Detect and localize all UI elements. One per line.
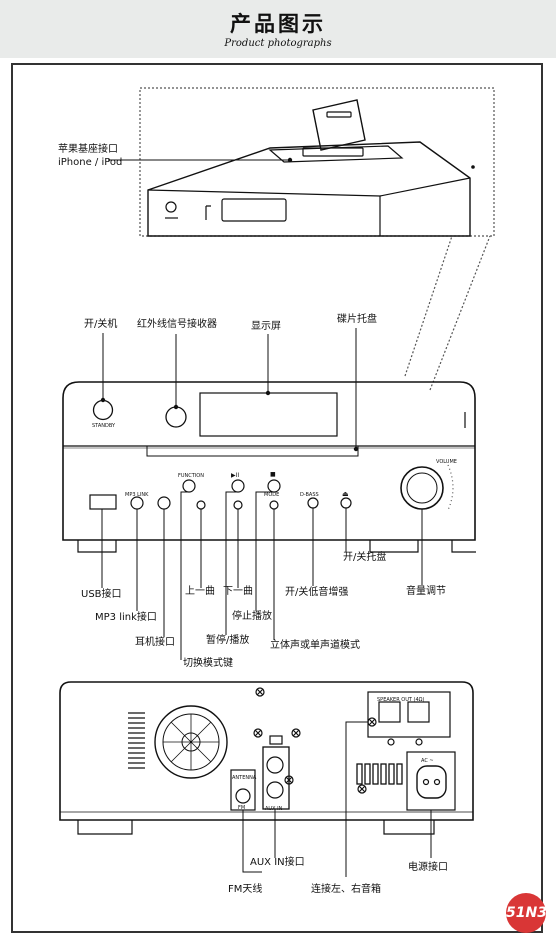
label-power: 开/关机 xyxy=(84,319,118,330)
label-dbass: 开/关低音增强 xyxy=(285,587,349,598)
page-subtitle: Product photographs xyxy=(224,38,332,49)
label-function-key: 切换模式键 xyxy=(183,658,233,669)
volume-mark: VOLUME xyxy=(436,459,457,465)
aux-in-mark: AUX IN xyxy=(265,806,283,812)
speaker-out-mark: SPEAKER OUT (4Ω) xyxy=(377,697,425,703)
label-prev-track: 上一曲 xyxy=(185,586,215,597)
antenna-mark: ANTENNA xyxy=(232,775,257,781)
label-aux-in: AUX IN接口 xyxy=(250,857,305,868)
label-mp3-link: MP3 link接口 xyxy=(95,612,157,623)
dbass-mark: D-BASS xyxy=(300,492,319,498)
eject-mark: ⏏ xyxy=(342,490,349,498)
label-volume: 音量调节 xyxy=(406,586,446,597)
play-mark: ▶II xyxy=(231,472,240,479)
brand-logo: 51N3 xyxy=(506,893,547,933)
mode-mark: MODE xyxy=(264,492,280,498)
page-title: 产品图示 xyxy=(230,12,326,36)
dock-detail-unit xyxy=(147,99,475,237)
standby-mark: STANDBY xyxy=(92,423,116,429)
label-next-track: 下一曲 xyxy=(223,586,253,597)
dock-flip-cover xyxy=(312,99,366,151)
mp3-link-mark: MP3 LINK xyxy=(125,492,149,498)
fm-mark: FM xyxy=(238,805,246,811)
label-dock: 苹果基座接口 xyxy=(58,144,118,155)
label-disc-tray: 碟片托盘 xyxy=(337,314,377,325)
dock-connector xyxy=(302,147,364,157)
label-display: 显示屏 xyxy=(251,321,281,332)
stop-mark: ■ xyxy=(270,471,276,478)
rear-panel-unit xyxy=(59,681,474,835)
content-frame xyxy=(11,63,543,933)
dock-detail-frame xyxy=(139,87,495,237)
label-fm-antenna: FM天线 xyxy=(228,884,263,895)
function-mark: FUNCTION xyxy=(178,473,204,479)
label-ac-power: 电源接口 xyxy=(408,862,448,873)
front-panel-unit xyxy=(62,381,476,553)
label-dock-en: iPhone / iPod xyxy=(58,157,123,168)
page-header: 产品图示 Product photographs xyxy=(0,0,556,58)
label-play-pause: 暂停/播放 xyxy=(206,635,250,646)
label-speakers: 连接左、右音箱 xyxy=(311,884,381,895)
label-usb: USB接口 xyxy=(81,589,122,600)
label-stereo-mode: 立体声或单声道模式 xyxy=(270,640,360,651)
label-eject: 开/关托盘 xyxy=(343,552,387,563)
label-earphone: 耳机接口 xyxy=(135,637,175,648)
ac-mark: AC ~ xyxy=(421,758,434,764)
label-ir-receiver: 红外线信号接收器 xyxy=(137,319,217,330)
label-stop: 停止播放 xyxy=(232,611,272,622)
